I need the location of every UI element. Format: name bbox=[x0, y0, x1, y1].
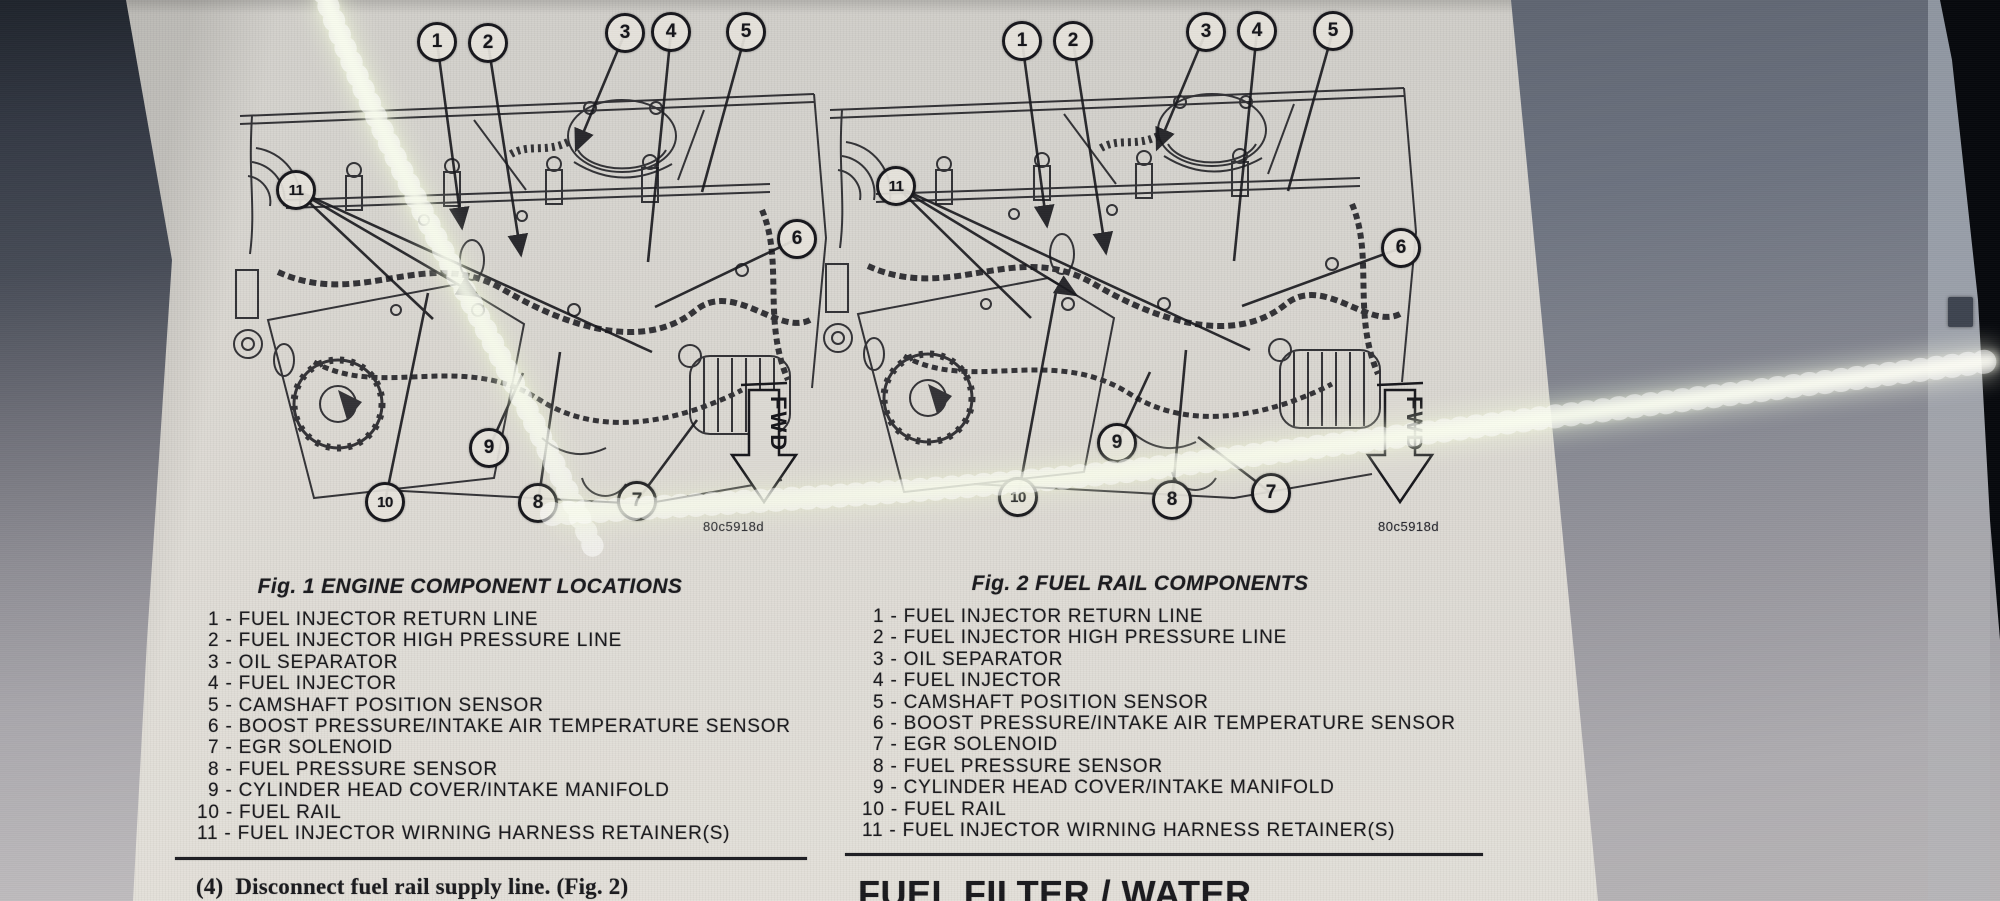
legend-item: 3 - OIL SEPARATOR bbox=[208, 651, 399, 673]
legend-item: 9 - CYLINDER HEAD COVER/INTAKE MANIFOLD bbox=[208, 780, 670, 802]
callout-fig1-11: 11 bbox=[276, 170, 316, 210]
legend-item: 10 - FUEL RAIL bbox=[862, 798, 1007, 820]
legend-item: 2 - FUEL INJECTOR HIGH PRESSURE LINE bbox=[873, 627, 1288, 649]
callout-fig2-1: 1 bbox=[1002, 21, 1042, 61]
callout-fig2-9: 9 bbox=[1097, 423, 1137, 463]
legend-item: 9 - CYLINDER HEAD COVER/INTAKE MANIFOLD bbox=[873, 777, 1335, 799]
callout-fig2-7: 7 bbox=[1251, 473, 1291, 513]
callout-fig2-5: 5 bbox=[1313, 11, 1353, 51]
legend-item: 1 - FUEL INJECTOR RETURN LINE bbox=[873, 606, 1204, 627]
legend-item: 7 - EGR SOLENOID bbox=[208, 737, 393, 759]
next-section-heading: FUEL FILTER / WATER bbox=[858, 873, 1252, 901]
legend-item: 8 - FUEL PRESSURE SENSOR bbox=[873, 755, 1163, 777]
legend-item: 6 - BOOST PRESSURE/INTAKE AIR TEMPERATUR… bbox=[873, 712, 1456, 734]
callout-fig1-10: 10 bbox=[365, 482, 405, 522]
figure-1-legend: 1 - FUEL INJECTOR RETURN LINE 2 - FUEL I… bbox=[197, 609, 791, 844]
legend-item: 5 - CAMSHAFT POSITION SENSOR bbox=[208, 694, 544, 716]
callout-fig2-2: 2 bbox=[1053, 21, 1093, 61]
callout-fig2-11: 11 bbox=[876, 166, 916, 206]
image-code-fig1: 80c5918d bbox=[703, 519, 765, 534]
legend-item: 5 - CAMSHAFT POSITION SENSOR bbox=[873, 691, 1209, 713]
image-code-fig2: 80c5918d bbox=[1378, 519, 1440, 534]
callout-fig2-4: 4 bbox=[1237, 11, 1277, 51]
legend-item: 4 - FUEL INJECTOR bbox=[208, 673, 397, 695]
legend-item: 11 - FUEL INJECTOR WIRNING HARNESS RETAI… bbox=[197, 822, 731, 844]
legend-item: 7 - EGR SOLENOID bbox=[873, 734, 1058, 756]
column-rule-right bbox=[845, 853, 1483, 856]
figure-2-legend: 1 - FUEL INJECTOR RETURN LINE 2 - FUEL I… bbox=[862, 606, 1456, 841]
legend-item: 10 - FUEL RAIL bbox=[197, 801, 342, 823]
callout-fig1-9: 9 bbox=[469, 428, 509, 468]
callout-fig2-3: 3 bbox=[1186, 12, 1226, 52]
callout-fig1-4: 4 bbox=[651, 12, 691, 52]
legend-item: 4 - FUEL INJECTOR bbox=[873, 670, 1062, 692]
callout-fig1-3: 3 bbox=[605, 13, 645, 53]
scrollbar-thumb[interactable] bbox=[1948, 297, 1973, 327]
procedure-step-text: (4) Disconnect fuel rail supply line. (F… bbox=[196, 874, 629, 899]
callout-fig1-7: 7 bbox=[617, 481, 657, 521]
column-rule-left bbox=[175, 857, 807, 860]
callout-fig1-5: 5 bbox=[726, 12, 766, 52]
legend-item: 11 - FUEL INJECTOR WIRNING HARNESS RETAI… bbox=[862, 819, 1396, 841]
callout-fig2-8: 8 bbox=[1152, 480, 1192, 520]
callout-fig2-6: 6 bbox=[1381, 228, 1421, 268]
callout-fig1-8: 8 bbox=[518, 483, 558, 523]
callout-fig1-2: 2 bbox=[468, 23, 508, 63]
legend-item: 2 - FUEL INJECTOR HIGH PRESSURE LINE bbox=[208, 630, 623, 652]
figure-1-title: Fig. 1 ENGINE COMPONENT LOCATIONS bbox=[257, 575, 683, 598]
legend-item: 6 - BOOST PRESSURE/INTAKE AIR TEMPERATUR… bbox=[208, 715, 791, 737]
figure-2-title: Fig. 2 FUEL RAIL COMPONENTS bbox=[971, 572, 1309, 595]
legend-item: 8 - FUEL PRESSURE SENSOR bbox=[208, 758, 498, 780]
callout-fig1-1: 1 bbox=[417, 22, 457, 62]
callout-fig1-6: 6 bbox=[777, 219, 817, 259]
legend-item: 3 - OIL SEPARATOR bbox=[873, 648, 1064, 670]
legend-item: 1 - FUEL INJECTOR RETURN LINE bbox=[208, 609, 539, 630]
callout-fig2-10: 10 bbox=[998, 477, 1038, 517]
